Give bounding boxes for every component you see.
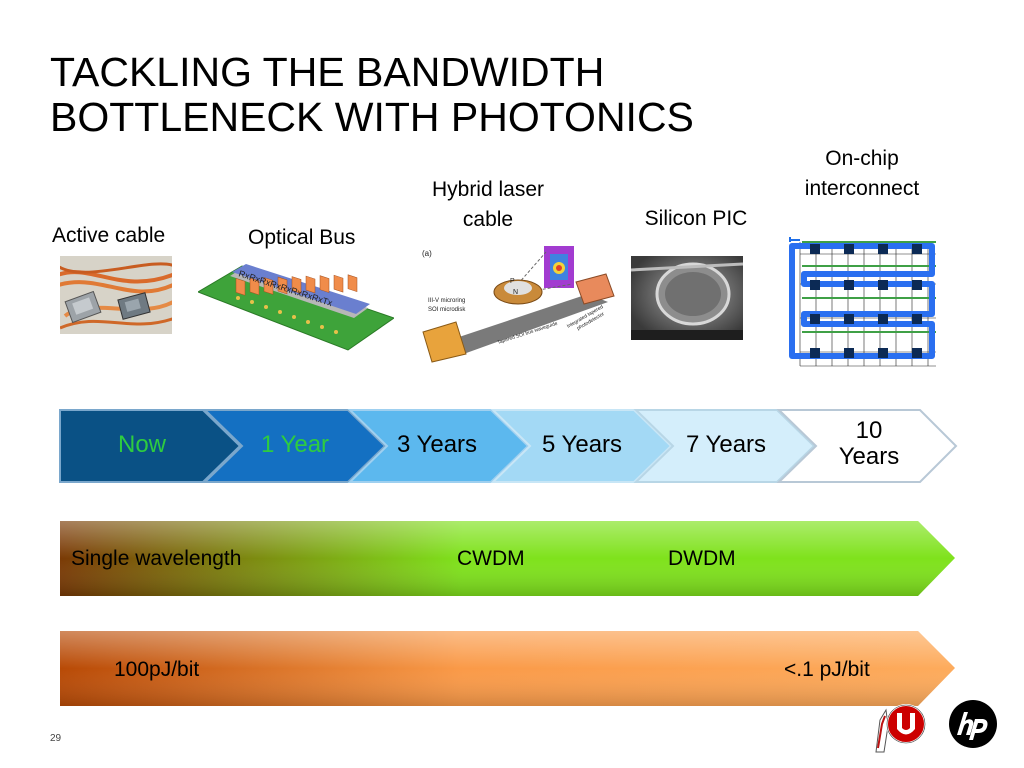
label-hybrid-laser-line2: cable bbox=[462, 208, 514, 231]
timeline-label-7-years: 7 Years bbox=[685, 431, 767, 458]
label-silicon-pic: Silicon PIC bbox=[644, 207, 748, 230]
title-line-2: BOTTLENECK WITH PHOTONICS bbox=[50, 94, 694, 140]
slide-title: TACKLING THE BANDWIDTH BOTTLENECK WITH P… bbox=[50, 50, 694, 140]
cable-photo bbox=[60, 256, 172, 334]
timeline-stage-3-years bbox=[347, 409, 530, 483]
figure-n-label: N bbox=[513, 289, 518, 296]
timeline-stage-7-years bbox=[633, 409, 816, 483]
timeline-stage-5-years bbox=[490, 409, 673, 483]
label-on-chip-line1: On-chip bbox=[825, 147, 899, 170]
label-on-chip-line2: interconnect bbox=[804, 177, 920, 200]
figure-text-microdisk: SOI microdisk bbox=[428, 307, 466, 313]
figure-text-microring: III-V microring bbox=[428, 298, 465, 304]
label-cwdm: CWDM bbox=[457, 547, 525, 570]
label-hybrid-laser: Hybrid laser cable bbox=[408, 177, 568, 232]
optical-bus-diagram: RxRxRxRxRxRxRxRxTx bbox=[198, 264, 394, 351]
timeline-stage-now bbox=[59, 409, 242, 483]
label-100pj-bit: 100pJ/bit bbox=[114, 658, 200, 681]
timeline-label-3-years: 3 Years bbox=[396, 431, 478, 458]
timeline-stage-10-years bbox=[776, 409, 958, 483]
microring-laser-diagram: (a) P N III-V microring SOI microdisk Ta… bbox=[422, 246, 615, 363]
timeline-stage-1-year bbox=[202, 409, 387, 483]
energy-arrow bbox=[60, 631, 955, 706]
label-on-chip: On-chip interconnect bbox=[782, 146, 942, 201]
hp-logo bbox=[949, 700, 997, 748]
label-dwdm: DWDM bbox=[668, 547, 736, 570]
mesh-network-diagram bbox=[789, 237, 936, 367]
figure-panel-label: (a) bbox=[422, 249, 432, 258]
timeline-label-10: 10 bbox=[855, 417, 883, 444]
timeline-label-1-year: 1 Year bbox=[260, 431, 330, 458]
label-active-cable: Active cable bbox=[52, 224, 166, 247]
label-hybrid-laser-line1: Hybrid laser bbox=[431, 178, 545, 201]
label-0-1pj-bit: <.1 pJ/bit bbox=[784, 658, 870, 681]
label-optical-bus: Optical Bus bbox=[248, 226, 356, 249]
utah-logo bbox=[875, 704, 926, 753]
page-number: 29 bbox=[50, 733, 62, 744]
figure-p-label: P bbox=[510, 278, 515, 285]
timeline-chevrons bbox=[59, 409, 958, 483]
timeline-label-5-years: 5 Years bbox=[541, 431, 623, 458]
wavelength-arrow bbox=[60, 521, 955, 596]
sem-micrograph bbox=[631, 256, 743, 340]
timeline-label-now: Now bbox=[118, 431, 167, 458]
title-line-1: TACKLING THE BANDWIDTH bbox=[50, 49, 605, 95]
timeline-label-10-years: 10 Years bbox=[814, 418, 924, 470]
label-single-wavelength: Single wavelength bbox=[71, 547, 242, 570]
timeline-label-years: Years bbox=[838, 443, 900, 470]
